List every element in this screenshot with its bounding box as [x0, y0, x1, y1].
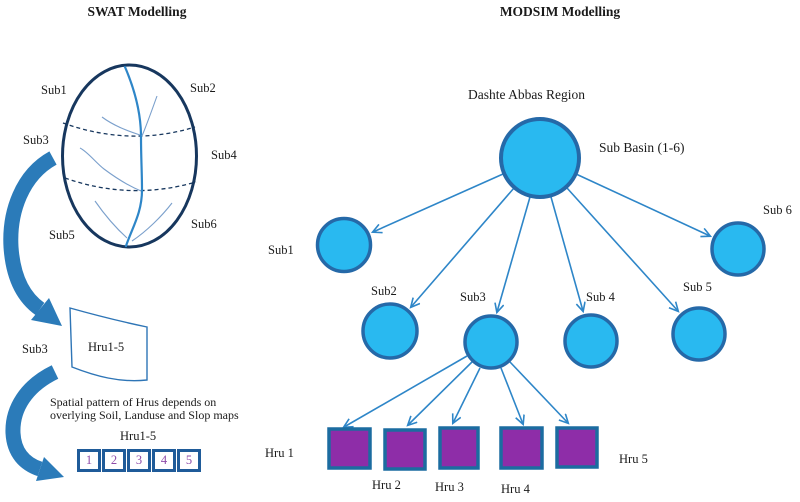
modsim-hru5-label: Hru 5: [619, 452, 648, 466]
swat-sub6-label: Sub6: [191, 217, 217, 231]
swat-hru-region-label: Sub3: [22, 342, 48, 356]
modsim-hru-square-1: [327, 427, 372, 470]
hru-map-sheet: [69, 307, 148, 382]
modsim-title: MODSIM Modelling: [499, 4, 621, 19]
swat-sub3-label: Sub3: [23, 133, 49, 147]
swat-sub4-label: Sub4: [211, 148, 237, 162]
modsim-hru3-label: Hru 3: [435, 480, 464, 494]
modsim-node-sub2: [361, 302, 419, 360]
modsim-node-sub4: [563, 313, 619, 369]
modsim-hru1-label: Hru 1: [265, 446, 294, 460]
swat-sub5-label: Sub5: [49, 228, 75, 242]
edge-root-sub6: [575, 173, 710, 236]
edge-sub3-hru1: [344, 355, 468, 427]
modsim-hru-square-2: [383, 428, 427, 471]
swat-hru-box-3: 3: [127, 449, 151, 472]
subbasin-divider-lower: [64, 177, 197, 192]
swat-hru-sheet-label: Hru1-5: [88, 340, 125, 354]
modsim-sub2-label: Sub2: [371, 284, 397, 298]
modsim-sub1-label: Sub1: [268, 243, 294, 257]
edge-root-sub3: [497, 196, 531, 312]
edge-sub3-hru2: [408, 361, 473, 425]
modsim-node-sub5: [671, 306, 727, 362]
modsim-hru4-label: Hru 4: [501, 482, 530, 496]
edge-sub3-hru5: [509, 361, 568, 423]
curved-arrow-2-head: [36, 457, 64, 481]
swat-hru-box-5: 5: [177, 449, 201, 472]
edge-sub3-hru4: [500, 367, 523, 424]
modsim-hru-square-4: [499, 426, 544, 470]
modsim-sub5-label: Sub 5: [683, 280, 712, 294]
curved-arrow-1: [3, 151, 57, 316]
edge-sub3-hru3: [453, 367, 481, 423]
modsim-sub6-label: Sub 6: [763, 203, 792, 217]
swat-hru-row-label: Hru1-5: [120, 429, 157, 443]
edge-root-sub4: [550, 196, 583, 311]
swat-sub2-label: Sub2: [190, 81, 216, 95]
swat-hru-box-1: 1: [77, 449, 101, 472]
swat-note-line2: overlying Soil, Landuse and Slop maps: [50, 408, 239, 422]
main-river: [123, 65, 144, 248]
river-branch: [101, 116, 141, 136]
edge-root-sub5: [566, 187, 678, 311]
swat-sub1-label: Sub1: [41, 83, 67, 97]
modsim-region-label: Dashte Abbas Region: [468, 87, 585, 102]
river-branch: [79, 147, 142, 192]
river-branch: [94, 200, 128, 239]
modsim-node-sub3: [463, 314, 519, 370]
modsim-node-sub1: [315, 216, 373, 274]
watershed-ellipse: [61, 63, 198, 249]
edge-root-sub1: [373, 173, 504, 232]
modsim-hru-square-3: [438, 426, 480, 470]
swat-hru-box-2: 2: [102, 449, 126, 472]
swat-hru-box-4: 4: [152, 449, 176, 472]
modsim-hru2-label: Hru 2: [372, 478, 401, 492]
modsim-hru-square-5: [555, 426, 599, 469]
modsim-sub3-label: Sub3: [460, 290, 486, 304]
modsim-root-node: [499, 117, 581, 199]
modsim-sub4-label: Sub 4: [586, 290, 615, 304]
curved-arrow-1-head: [31, 298, 62, 326]
edge-root-sub2: [411, 187, 515, 307]
curved-arrow-2: [5, 365, 59, 477]
swat-title: SWAT Modelling: [87, 4, 187, 19]
river-branch: [141, 95, 158, 137]
modsim-node-sub6: [710, 221, 766, 277]
river-branch: [131, 202, 173, 242]
modsim-root-label: Sub Basin (1-6): [599, 140, 685, 155]
swat-note-line1: Spatial pattern of Hrus depends on: [50, 395, 217, 409]
subbasin-divider-upper: [62, 122, 196, 137]
